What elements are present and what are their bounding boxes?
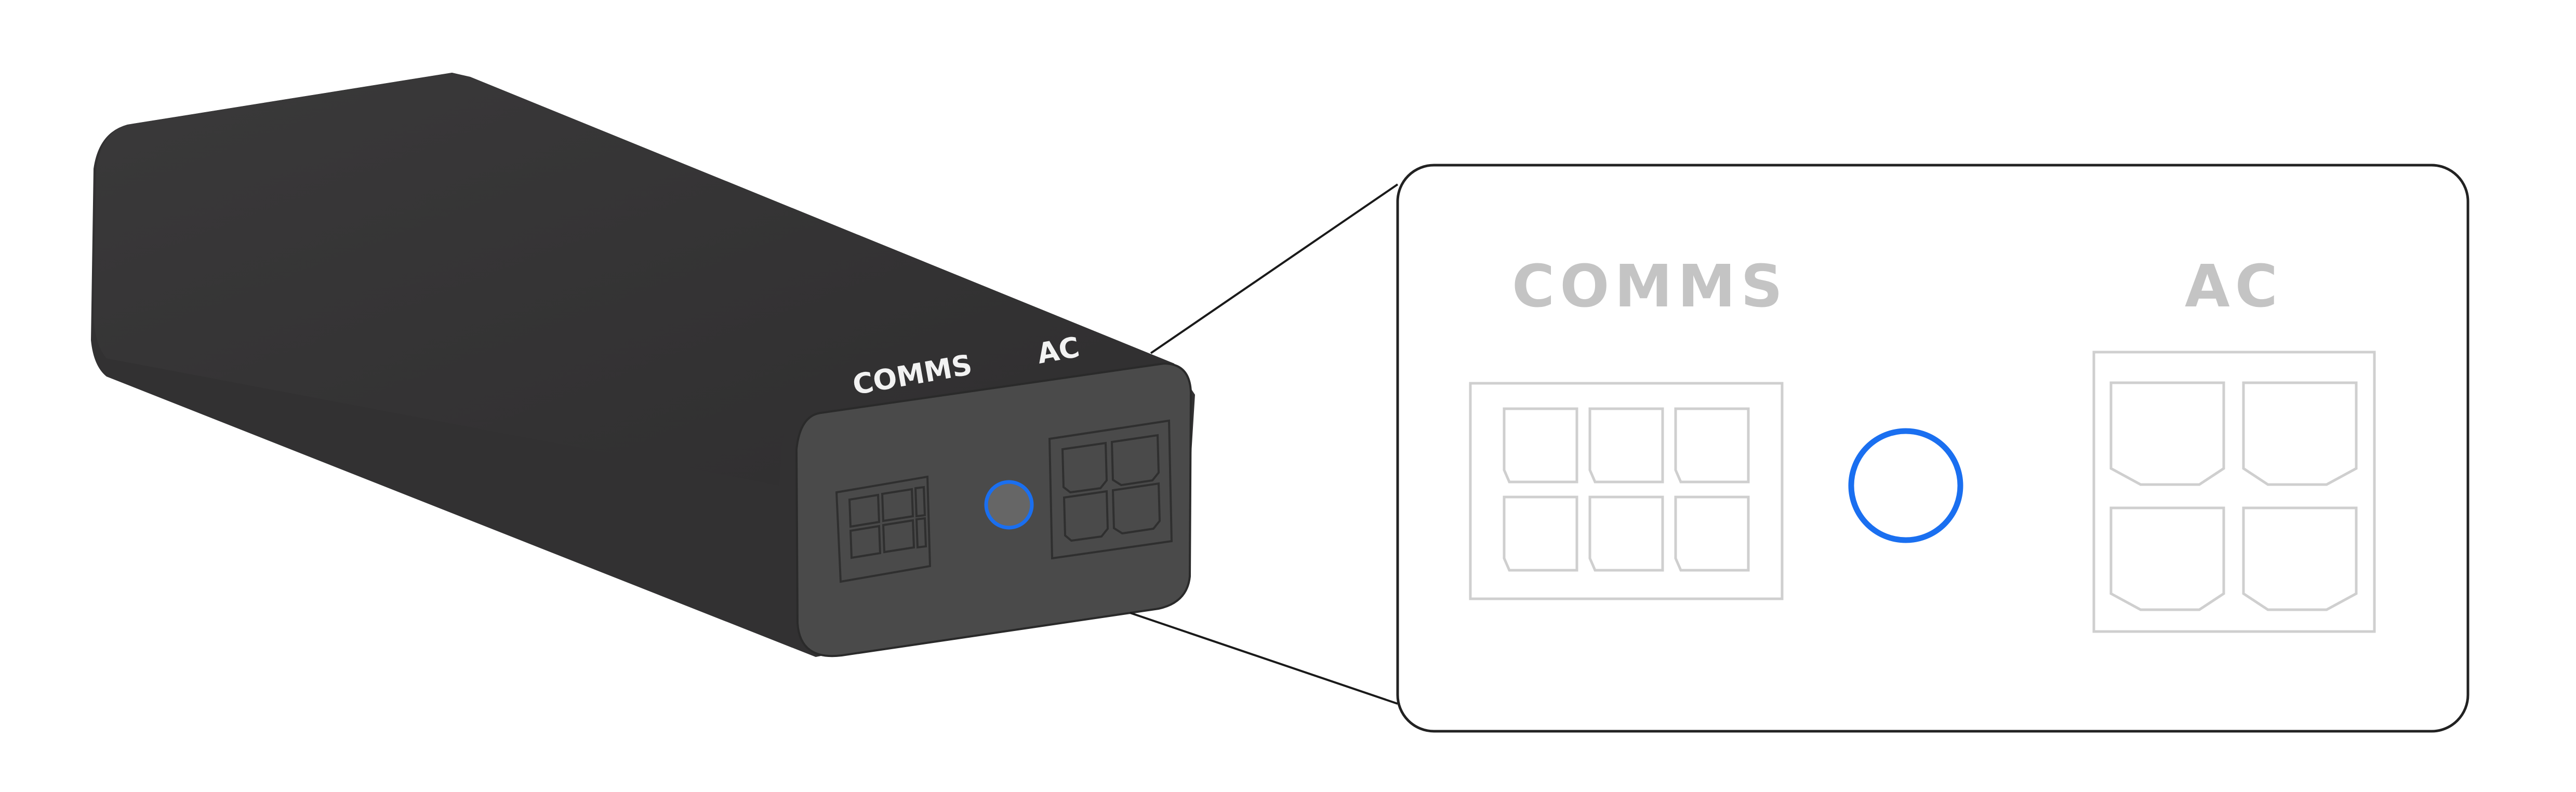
panel-comms-label: COMMS xyxy=(1512,253,1788,320)
panel-indicator-light xyxy=(1848,428,1963,543)
comms-pin xyxy=(1674,407,1750,484)
device: COMMS AC xyxy=(91,73,1195,657)
comms-pin xyxy=(1503,495,1578,572)
ac-pin xyxy=(2242,506,2358,611)
ac-connector-housing xyxy=(2092,351,2376,633)
panel-ac-connector xyxy=(2092,351,2376,633)
comms-pin xyxy=(1674,495,1750,572)
device-top xyxy=(94,73,1174,486)
device-ac-connector xyxy=(1048,419,1173,560)
panel-comms-connector xyxy=(1469,382,1784,600)
comms-connector-housing xyxy=(1469,382,1784,600)
callout-line-top xyxy=(1150,183,1399,354)
device-comms-connector xyxy=(835,475,932,583)
comms-pin xyxy=(1588,495,1664,572)
panel-ac-label: AC xyxy=(2185,253,2283,320)
zoom-panel: COMMS AC xyxy=(1396,164,2469,733)
comms-pin xyxy=(1503,407,1578,484)
device-indicator-light xyxy=(984,480,1034,530)
zoom-panel-frame xyxy=(1396,164,2469,733)
comms-pin xyxy=(1588,407,1664,484)
callout-line-bottom xyxy=(1130,612,1398,705)
ac-pin xyxy=(2109,506,2225,611)
ac-pin xyxy=(2242,381,2358,486)
device-ac-label: AC xyxy=(1034,331,1082,370)
ac-pin xyxy=(2109,381,2225,486)
